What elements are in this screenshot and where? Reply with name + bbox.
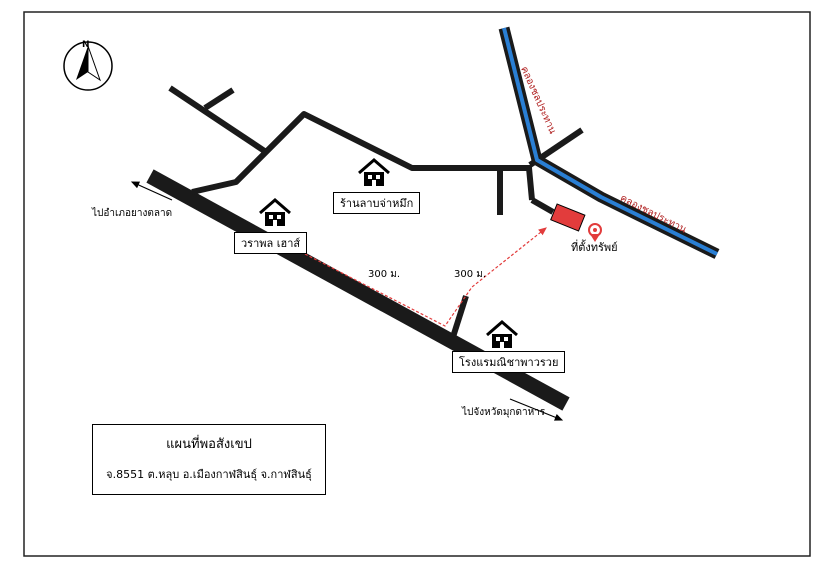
label-hotel: โรงแรมณิชาพาวรวย xyxy=(452,351,566,373)
house-icon xyxy=(486,320,518,348)
location-pin-icon xyxy=(588,223,602,242)
direction-arrow-talat xyxy=(130,181,173,201)
label-varapol-house: วราพล เฮาส์ xyxy=(234,232,308,254)
direction-arrow-mukdahan xyxy=(509,398,564,421)
legend-address: จ.8551 ต.หลุบ อ.เมืองกาฬสินธุ์ จ.กาฬสินธ… xyxy=(106,468,312,481)
property-marker xyxy=(550,203,586,232)
label-property: ที่ตั้งทรัพย์ xyxy=(571,241,618,254)
label-distance-1: 300 ม. xyxy=(368,269,401,280)
local-roads xyxy=(168,85,584,338)
house-icon xyxy=(259,198,291,226)
canal xyxy=(498,26,720,259)
north-label: N xyxy=(82,40,90,50)
legend-title: แผนที่พอสังเขป xyxy=(166,437,252,452)
label-to-talat: ไปอำเภอยางตลาด xyxy=(92,208,173,219)
label-larb-shop: ร้านลาบจ่าหมึก xyxy=(333,192,421,214)
legend-box: แผนที่พอสังเขป จ.8551 ต.หลุบ อ.เมืองกาฬส… xyxy=(92,424,326,495)
label-to-mukdahan: ไปจังหวัดมุกดาหาร xyxy=(462,407,546,418)
north-arrow-icon xyxy=(63,41,113,91)
label-distance-2: 300 ม. xyxy=(454,269,487,280)
house-icon xyxy=(358,158,390,186)
map-frame xyxy=(23,11,811,557)
route-to-property xyxy=(304,227,547,327)
